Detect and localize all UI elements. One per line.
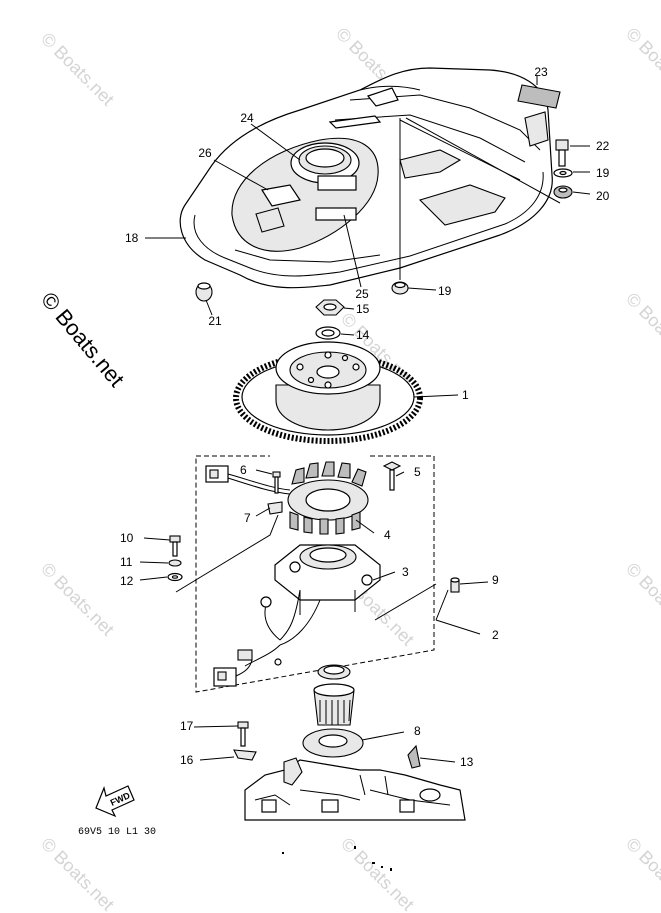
- callout-14: 14: [356, 328, 370, 342]
- washer-12: [167, 572, 183, 582]
- callout-labels: 23 22 19 20 24 26 18 25 19 21 15 14 1 6 …: [120, 65, 610, 769]
- screw-5: [382, 461, 402, 491]
- clamp-7: [267, 501, 283, 515]
- callout-19: 19: [596, 166, 610, 180]
- callout-13: 13: [460, 755, 474, 769]
- flywheel-magneto: [233, 341, 423, 444]
- callout-19-lower: 19: [438, 284, 452, 298]
- callout-26: 26: [198, 146, 212, 160]
- callout-9: 9: [492, 573, 499, 587]
- crankcase-section: [244, 757, 466, 821]
- callout-6: 6: [240, 463, 247, 477]
- spacer-ring: [317, 664, 351, 680]
- callout-20: 20: [596, 189, 610, 203]
- callout-21: 21: [208, 314, 222, 328]
- nut-15: [315, 299, 345, 316]
- collar-19-lower: [391, 281, 409, 295]
- callout-8: 8: [414, 724, 421, 738]
- dowel-pin-9: [450, 577, 460, 593]
- callout-7: 7: [244, 511, 251, 525]
- callout-22: 22: [596, 139, 610, 153]
- callout-5: 5: [414, 465, 421, 479]
- part-label-23: [517, 84, 561, 109]
- callout-17: 17: [180, 719, 194, 733]
- watermark-text: © Boats.net: [622, 24, 661, 105]
- callout-18: 18: [125, 231, 139, 245]
- screw-6: [272, 471, 281, 494]
- fwd-arrow-icon: FWD: [95, 785, 135, 818]
- stator-coil: [287, 461, 369, 535]
- watermark-text: © Boats.net: [337, 834, 418, 913]
- callout-2: 2: [492, 628, 499, 642]
- bolt-10: [169, 535, 181, 557]
- diagram-code: 69V5 10 L1 30: [78, 827, 156, 838]
- starter-plate-8: [302, 728, 364, 758]
- stator-connector: [205, 465, 291, 495]
- callout-1: 1: [462, 388, 469, 402]
- callout-12: 12: [120, 574, 134, 588]
- watermark-text: © Boats.net: [622, 834, 661, 913]
- grommet-20: [553, 185, 573, 199]
- callout-24: 24: [240, 111, 254, 125]
- callout-15: 15: [356, 302, 370, 316]
- leader-lines: [139, 76, 591, 763]
- drive-gear: [313, 683, 355, 726]
- callout-16: 16: [180, 753, 194, 767]
- callout-23: 23: [534, 65, 548, 79]
- bracket-16: [233, 749, 257, 761]
- watermark-text: © Boats.net: [37, 559, 118, 640]
- woodruff-key-13: [407, 744, 421, 769]
- side-watermark: © Boats.net: [36, 287, 129, 391]
- callout-4: 4: [384, 528, 391, 542]
- stator-base: [274, 544, 381, 615]
- callout-25: 25: [355, 287, 369, 301]
- callout-3: 3: [402, 565, 409, 579]
- callout-11: 11: [120, 555, 133, 569]
- watermark-text: © Boats.net: [622, 559, 661, 640]
- scan-specks: [282, 846, 392, 871]
- stator-assembly-box: [195, 455, 435, 693]
- flywheel-cover: [179, 67, 553, 289]
- watermark-text: © Boats.net: [622, 289, 661, 370]
- wiring-harness: [213, 589, 321, 687]
- washer-19-right: [553, 168, 573, 178]
- callout-10: 10: [120, 531, 134, 545]
- watermark-text: © Boats.net: [37, 834, 118, 913]
- grommet-21: [195, 282, 213, 302]
- bolt-22: [555, 139, 569, 167]
- watermark-text: © Boats.net: [37, 29, 118, 110]
- washer-14: [315, 326, 341, 340]
- bolt-17: [237, 721, 249, 747]
- washer-11: [168, 559, 182, 567]
